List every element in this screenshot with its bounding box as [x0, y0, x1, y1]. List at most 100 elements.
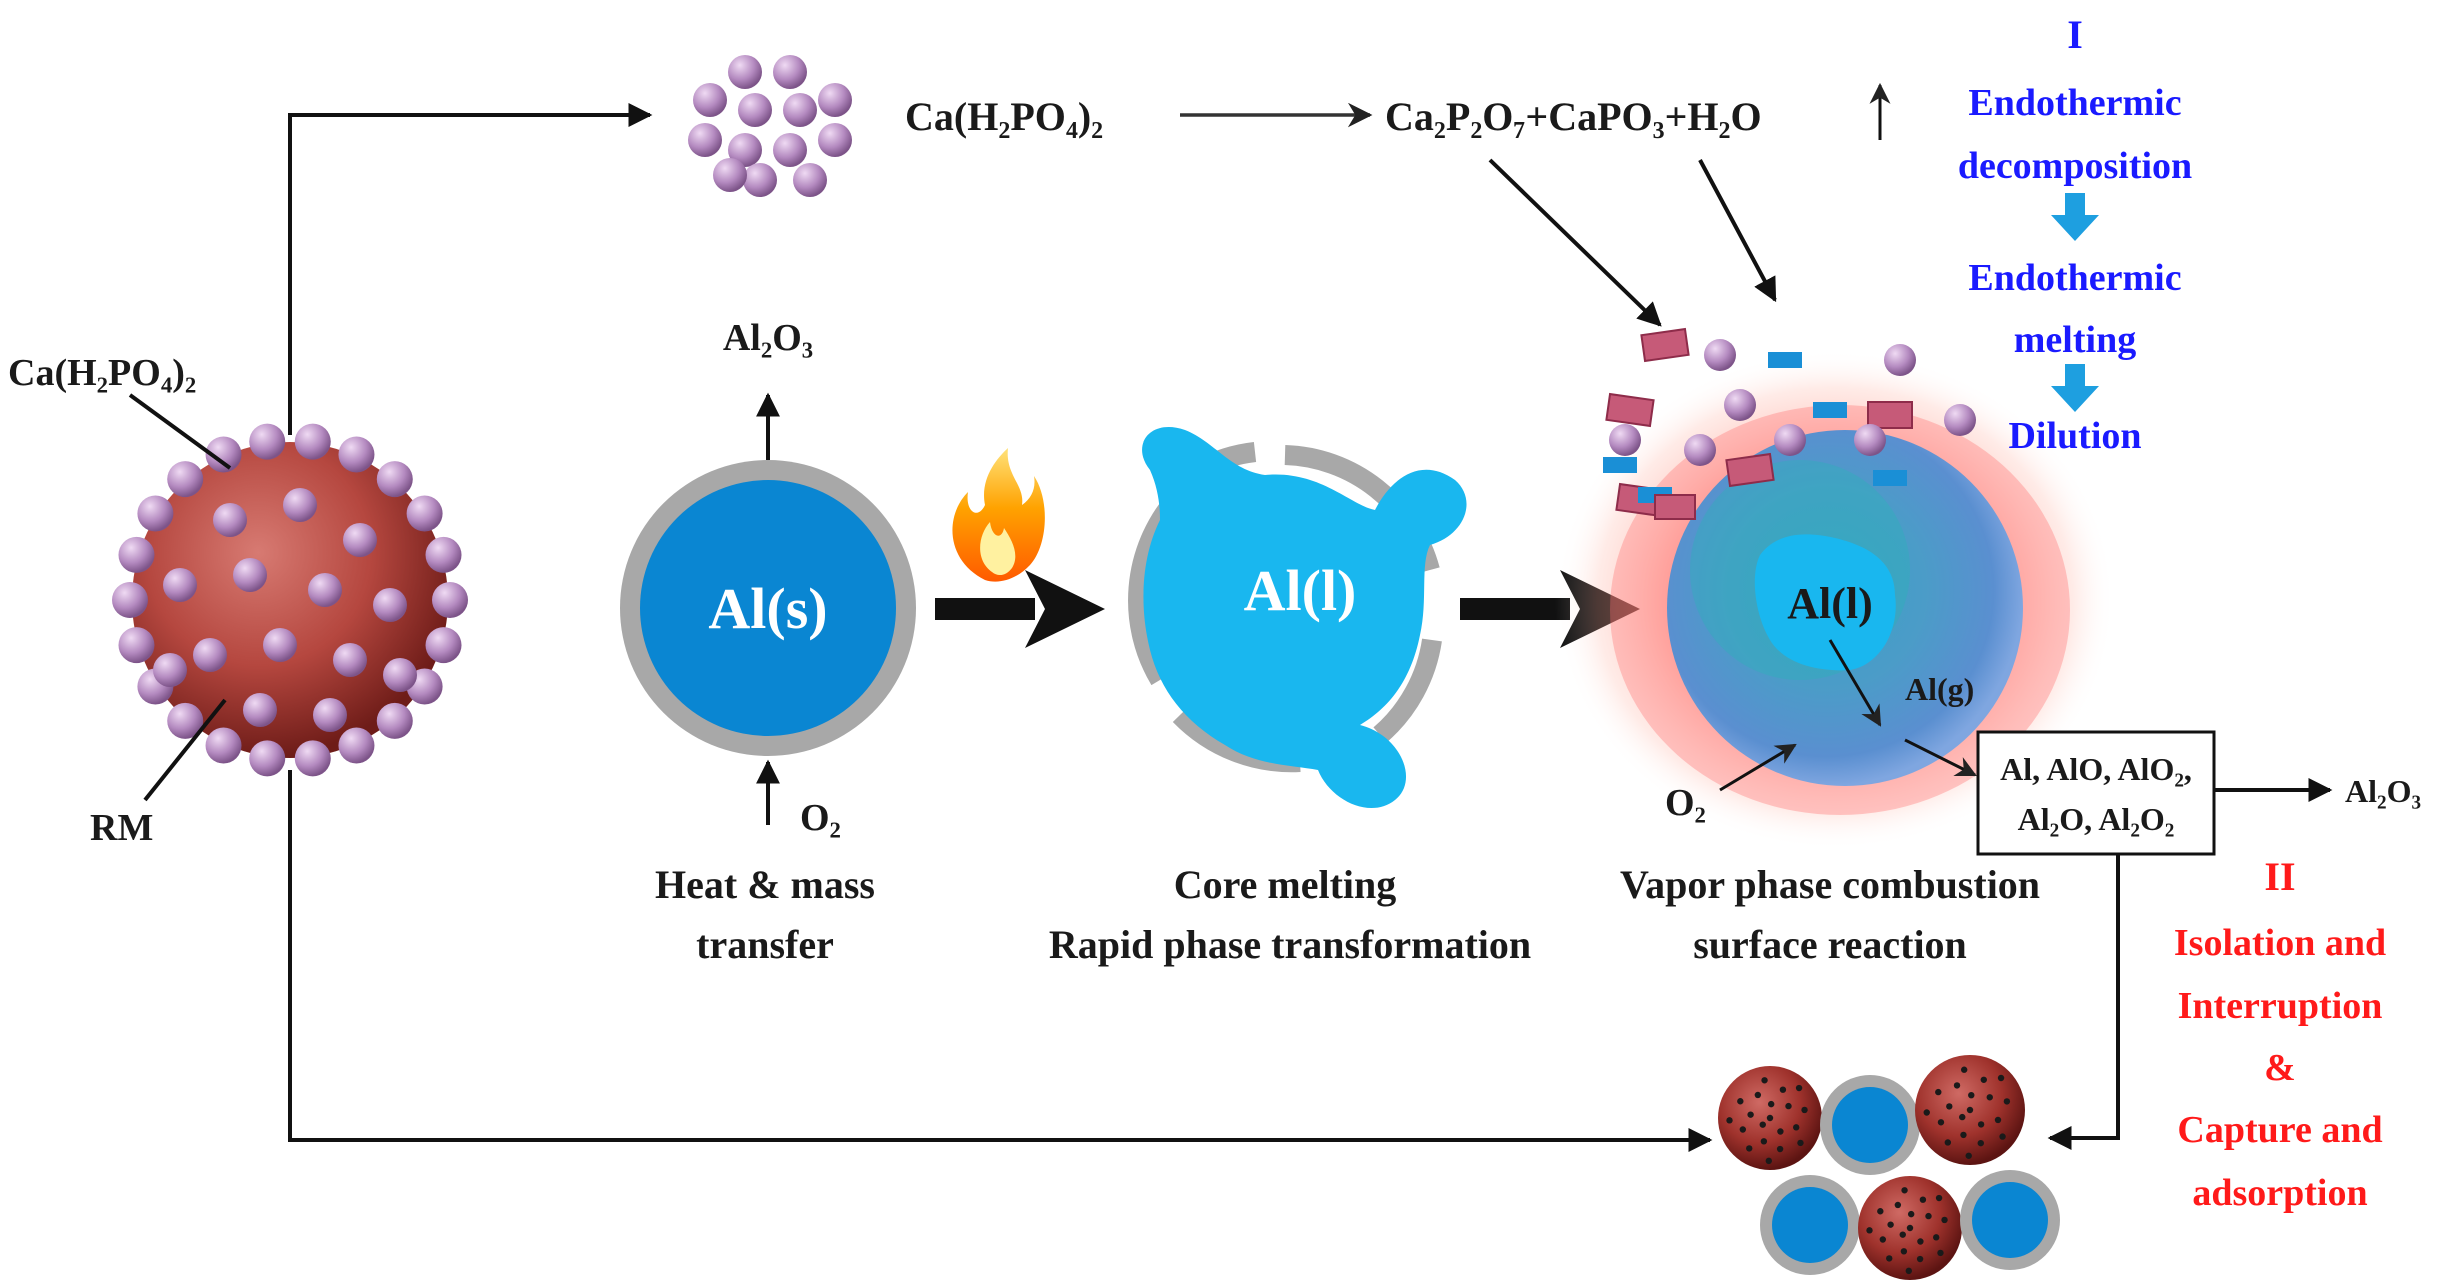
- product-pointer-left: [1488, 158, 1662, 327]
- phosphate-dot: [167, 461, 204, 498]
- species-line2: Al₂O, Al₂O₂: [2018, 801, 2175, 837]
- phosphate-dot: [793, 163, 827, 197]
- captured-particle-cluster: [1718, 1055, 2060, 1280]
- mechanism-two-line1: Isolation and: [2174, 922, 2386, 964]
- metaphosphate-block: [1813, 402, 1847, 418]
- species-arrow: [1904, 738, 1977, 777]
- phosphate-dot: [193, 638, 227, 672]
- phosphate-dot: [243, 693, 277, 727]
- phosphate-dot: [333, 643, 367, 677]
- phosphate-dot: [1609, 424, 1641, 456]
- rm-pointer: [143, 698, 227, 802]
- phosphate-dot: [1724, 389, 1756, 421]
- phosphate-dot: [373, 588, 407, 622]
- down-arrow-icon: [2051, 193, 2099, 241]
- top-reactant-label: Ca(H₂PO₄)₂: [905, 94, 1103, 139]
- phosphate-dot: [263, 628, 297, 662]
- pyrophosphate-block: [1605, 392, 1655, 428]
- additive-pointer: [128, 393, 232, 470]
- captured-aluminum-particle: [1960, 1170, 2060, 1270]
- phosphate-dot: [343, 523, 377, 557]
- phosphate-dot: [693, 83, 727, 117]
- left-additive-label: Ca(H₂PO₄)₂: [8, 352, 196, 394]
- stage1-caption-line1: Heat & mass: [655, 862, 875, 907]
- captured-rm-particle: [1718, 1066, 1822, 1170]
- phosphate-dot: [728, 55, 762, 89]
- mechanism-two-line3: &: [2264, 1047, 2296, 1089]
- process-arrow-1: [935, 570, 1105, 648]
- phosphate-dot: [1944, 404, 1976, 436]
- captured-rm-particle: [1858, 1176, 1962, 1280]
- down-arrow-icon: [2051, 364, 2099, 412]
- stage1-product-label: Al₂O₃: [723, 317, 813, 359]
- species-box: Al, AlO, AlO₂, Al₂O, Al₂O₂: [1976, 730, 2216, 856]
- pyrophosphate-block: [1640, 327, 1690, 363]
- stage2-caption-line2: Rapid phase transformation: [1049, 922, 1531, 967]
- phosphate-dot: [249, 740, 286, 777]
- phosphate-dot: [338, 436, 375, 473]
- mechanism-one-numeral: I: [2067, 12, 2083, 57]
- flame-icon: [952, 448, 1045, 582]
- phosphate-dot: [118, 627, 155, 664]
- mechanism-one: I Endothermic decomposition Endothermic …: [1958, 12, 2192, 457]
- phosphate-dot: [688, 123, 722, 157]
- phosphate-dot: [425, 536, 462, 573]
- phosphate-dot: [738, 93, 772, 127]
- mechanism-one-step2-line1: Endothermic: [1968, 257, 2181, 299]
- mechanism-two: II Isolation and Interruption & Capture …: [2174, 854, 2386, 1214]
- metaphosphate-block: [1873, 470, 1907, 486]
- pyrophosphate-block: [1725, 452, 1775, 488]
- phosphate-dot: [118, 536, 155, 573]
- phosphate-dot: [338, 727, 375, 764]
- species-to-capture-connector: [2047, 854, 2120, 1150]
- captured-rm-particle: [1915, 1055, 2025, 1165]
- phosphate-dot: [773, 133, 807, 167]
- phosphate-dot: [153, 653, 187, 687]
- top-phosphate-cluster: [688, 55, 852, 197]
- connector-bottom: [288, 770, 1713, 1152]
- stage3-vapor-arrow: [1828, 639, 1882, 727]
- mechanism-two-line5: adsorption: [2192, 1172, 2367, 1214]
- mechanism-one-step1-line2: decomposition: [1958, 145, 2192, 187]
- phosphate-dot: [818, 83, 852, 117]
- phosphate-dot: [283, 488, 317, 522]
- stage3-oxygen-label: O₂: [1665, 782, 1706, 824]
- mechanism-one-step1-line1: Endothermic: [1968, 82, 2181, 124]
- phosphate-dot: [1774, 424, 1806, 456]
- top-products-label: Ca₂P₂O₇+CaPO₃+H₂O: [1385, 94, 1762, 139]
- phosphate-dot: [383, 658, 417, 692]
- stage3-core-label: Al(l): [1787, 579, 1873, 628]
- phosphate-dot: [213, 503, 247, 537]
- phosphate-dot: [1854, 424, 1886, 456]
- phosphate-dot: [233, 558, 267, 592]
- stage3-combustion-particle: Al(l) Al(g): [1555, 350, 2115, 850]
- phosphate-dot: [308, 573, 342, 607]
- phosphate-dot: [773, 55, 807, 89]
- phosphate-dot: [743, 163, 777, 197]
- stage2-caption-line1: Core melting: [1174, 862, 1397, 907]
- mechanism-one-step2-line2: melting: [2014, 319, 2136, 361]
- stage1-oxygen-label: O₂: [800, 797, 841, 839]
- product-pointer-right: [1698, 159, 1777, 303]
- phosphate-dot: [205, 727, 242, 764]
- surface-deposits: [1603, 327, 1976, 520]
- phosphate-dot: [376, 702, 413, 739]
- mechanism-two-numeral: II: [2264, 854, 2295, 899]
- captured-aluminum-particle: [1820, 1075, 1920, 1175]
- phosphate-dot: [112, 582, 148, 618]
- captured-aluminum-particle: [1760, 1175, 1860, 1275]
- phosphate-dot: [406, 495, 443, 532]
- connector-top: [288, 103, 653, 435]
- phosphate-dot: [713, 158, 747, 192]
- phosphate-dot: [432, 582, 468, 618]
- phosphate-dot: [167, 702, 204, 739]
- stage1-caption-line2: transfer: [696, 922, 834, 967]
- pyrophosphate-block: [1654, 494, 1696, 520]
- phosphate-dot: [1704, 339, 1736, 371]
- phosphate-dot: [818, 123, 852, 157]
- phosphate-dot: [783, 93, 817, 127]
- metaphosphate-block: [1603, 457, 1637, 473]
- phosphate-dot: [205, 436, 242, 473]
- phosphate-dot: [1684, 434, 1716, 466]
